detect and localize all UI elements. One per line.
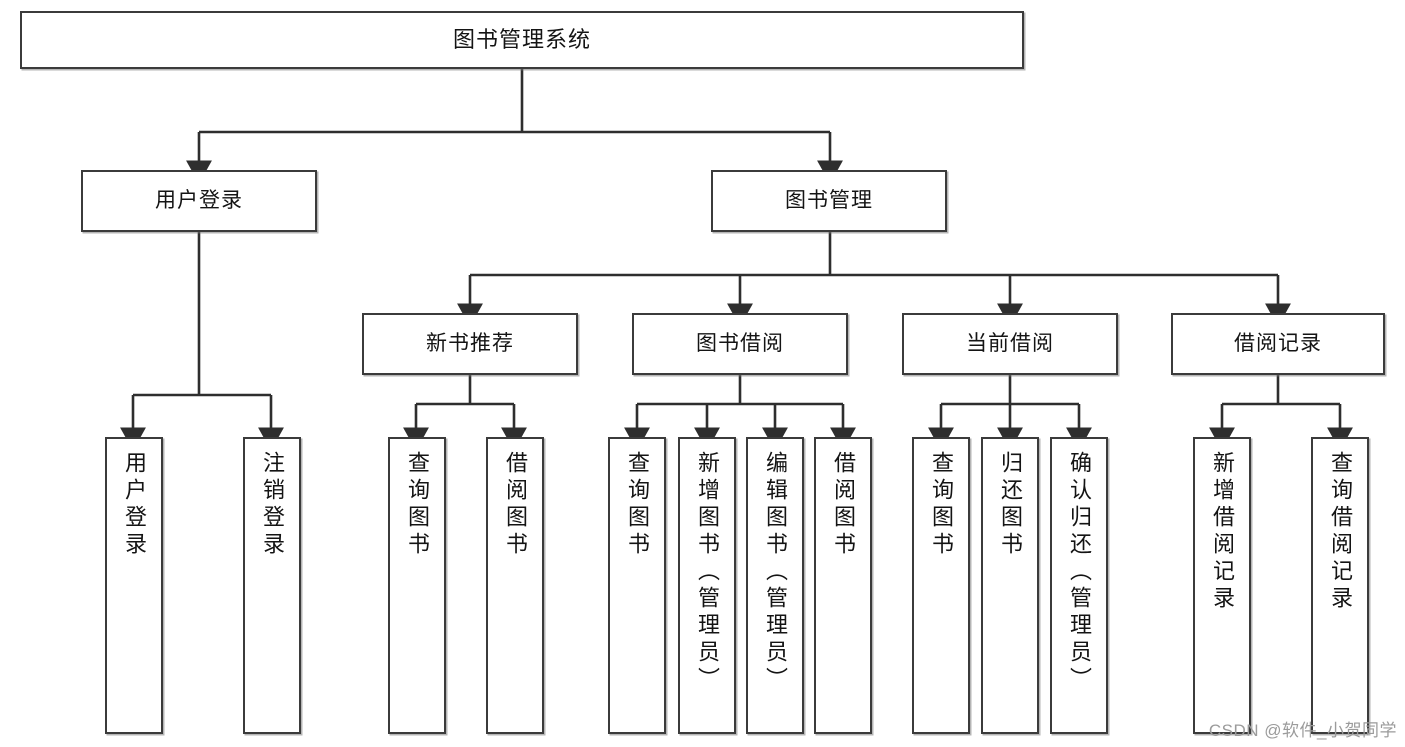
node-new-book-recommend[interactable]: 新书推荐 bbox=[362, 313, 578, 375]
leaf-borrow-query-book[interactable]: 查询图书 bbox=[608, 437, 666, 734]
node-borrow-record[interactable]: 借阅记录 bbox=[1171, 313, 1385, 375]
leaf-record-query[interactable]: 查询借阅记录 bbox=[1311, 437, 1369, 734]
node-root-label: 图书管理系统 bbox=[452, 27, 591, 53]
leaf-label: 用户登录 bbox=[122, 451, 147, 559]
watermark: CSDN @软件_小贺同学 bbox=[1208, 721, 1397, 740]
leaf-label: 查询图书 bbox=[405, 451, 430, 559]
leaf-label: 归还图书 bbox=[998, 451, 1023, 559]
node-book-borrow-label: 图书借阅 bbox=[696, 331, 784, 355]
node-book-borrow[interactable]: 图书借阅 bbox=[632, 313, 848, 375]
leaf-current-query-book[interactable]: 查询图书 bbox=[912, 437, 970, 734]
leaf-new-book-borrow[interactable]: 借阅图书 bbox=[486, 437, 544, 734]
node-book-management-label: 图书管理 bbox=[785, 188, 873, 212]
node-book-management[interactable]: 图书管理 bbox=[711, 170, 947, 232]
node-root[interactable]: 图书管理系统 bbox=[20, 11, 1024, 69]
node-new-book-recommend-label: 新书推荐 bbox=[426, 331, 514, 355]
leaf-label: 查询图书 bbox=[929, 451, 954, 559]
leaf-new-book-query[interactable]: 查询图书 bbox=[388, 437, 446, 734]
node-current-borrow-label: 当前借阅 bbox=[966, 331, 1054, 355]
leaf-current-confirm-return[interactable]: 确认归还（管理员） bbox=[1050, 437, 1108, 734]
leaf-user-login-login[interactable]: 用户登录 bbox=[105, 437, 163, 734]
leaf-borrow-edit-book[interactable]: 编辑图书（管理员） bbox=[746, 437, 804, 734]
leaf-current-return-book[interactable]: 归还图书 bbox=[981, 437, 1039, 734]
node-user-login-label: 用户登录 bbox=[155, 188, 243, 212]
node-user-login[interactable]: 用户登录 bbox=[81, 170, 317, 232]
leaf-label: 借阅图书 bbox=[503, 451, 528, 559]
leaf-borrow-borrow-book[interactable]: 借阅图书 bbox=[814, 437, 872, 734]
leaf-label: 编辑图书（管理员） bbox=[763, 451, 788, 694]
leaf-label: 新增借阅记录 bbox=[1210, 451, 1235, 613]
leaf-borrow-add-book[interactable]: 新增图书（管理员） bbox=[678, 437, 736, 734]
leaf-label: 查询图书 bbox=[625, 451, 650, 559]
leaf-label: 借阅图书 bbox=[831, 451, 856, 559]
node-borrow-record-label: 借阅记录 bbox=[1234, 331, 1322, 355]
leaf-label: 新增图书（管理员） bbox=[695, 451, 720, 694]
node-current-borrow[interactable]: 当前借阅 bbox=[902, 313, 1118, 375]
leaf-label: 查询借阅记录 bbox=[1328, 451, 1353, 613]
leaf-record-add[interactable]: 新增借阅记录 bbox=[1193, 437, 1251, 734]
leaf-label: 确认归还（管理员） bbox=[1067, 451, 1092, 694]
leaf-label: 注销登录 bbox=[260, 451, 285, 559]
leaf-user-login-logout[interactable]: 注销登录 bbox=[243, 437, 301, 734]
